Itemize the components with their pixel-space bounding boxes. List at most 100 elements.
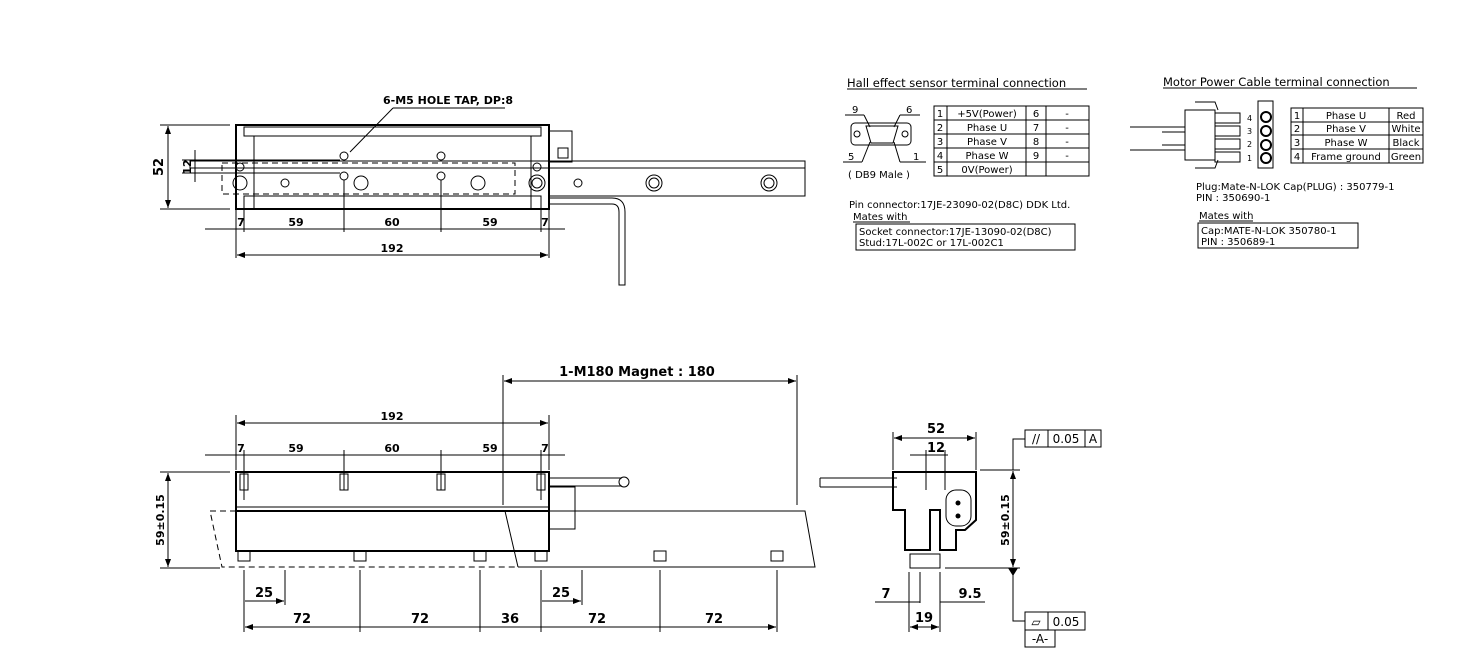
table-row: 2 Phase U 7 - — [937, 123, 1069, 134]
dim-pitch: 60 — [384, 442, 400, 455]
pin-label: 4 — [1247, 114, 1252, 123]
table-cell: Red — [1397, 111, 1416, 122]
cap-pin: PIN : 350689-1 — [1201, 237, 1275, 248]
table-cell: - — [1065, 151, 1069, 162]
table-cell: Phase W — [966, 151, 1009, 162]
mates-with: Mates with — [1199, 211, 1253, 222]
flatness-symbol: ▱ — [1031, 615, 1041, 629]
table-cell: Phase V — [1326, 124, 1366, 135]
table-cell: Phase W — [1325, 138, 1368, 149]
magnet-note: 1-M180 Magnet : 180 — [559, 365, 715, 380]
cap: Cap:MATE-N-LOK 350780-1 — [1201, 226, 1337, 237]
table-cell: 7 — [1033, 123, 1039, 134]
dim-inner: 12 — [927, 441, 945, 456]
dim-magnet-pitch: 72 — [588, 612, 606, 627]
plug-pin: PIN : 350690-1 — [1196, 193, 1270, 204]
cable — [549, 197, 626, 286]
dim-pitch: 7 — [541, 216, 549, 229]
pin-label: 5 — [848, 152, 854, 163]
pin-label: 6 — [906, 105, 912, 116]
mates-with: Mates with — [853, 212, 907, 223]
table-row: 3 Phase V 8 - — [937, 137, 1069, 148]
table-cell: - — [1065, 123, 1069, 134]
front-view: 1-M180 Magnet : 180 192 7 59 60 59 7 — [154, 365, 816, 632]
table-cell: 5 — [937, 165, 943, 176]
dim-pitch: 59 — [288, 442, 303, 455]
table-row: 3 Phase W Black — [1294, 138, 1420, 149]
table-cell: 2 — [937, 123, 943, 134]
magnet-track — [518, 510, 816, 568]
pin-label: 1 — [913, 152, 919, 163]
hall-sensor-section: Hall effect sensor terminal connection 9… — [843, 76, 1090, 251]
datum-label: -A- — [1032, 632, 1048, 646]
pin-label: 3 — [1247, 127, 1252, 136]
magnet-track — [548, 167, 806, 197]
dim-left: 7 — [881, 587, 890, 602]
motor-power-section: Motor Power Cable terminal connection 4 … — [1130, 75, 1424, 249]
table-cell: 2 — [1294, 124, 1300, 135]
dim-width: 52 — [927, 422, 945, 437]
dim-magnet-pitch: 72 — [705, 612, 723, 627]
dim-magnet-pitch: 72 — [411, 612, 429, 627]
table-row: 2 Phase V White — [1294, 124, 1421, 135]
table-cell: 3 — [937, 137, 943, 148]
table-cell: Phase V — [967, 137, 1007, 148]
dim-pitch: 60 — [384, 216, 400, 229]
parallelism-datum: A — [1089, 432, 1098, 446]
hall-title: Hall effect sensor terminal connection — [847, 76, 1066, 90]
table-cell: Phase U — [967, 123, 1007, 134]
dim-magnet-pitch: 36 — [501, 612, 519, 627]
table-cell: 4 — [937, 151, 943, 162]
dim-pitch: 59 — [482, 442, 497, 455]
table-cell: 4 — [1294, 152, 1300, 163]
stud: Stud:17L-002C or 17L-002C1 — [859, 238, 1004, 249]
dim-height: 59±0.15 — [154, 494, 167, 546]
pin-connector: Pin connector:17JE-23090-02(D8C) DDK Ltd… — [849, 200, 1070, 211]
table-cell: - — [1065, 137, 1069, 148]
table-cell: Phase U — [1326, 111, 1366, 122]
top-view: 6-M5 HOLE TAP, DP:8 52 12 7 59 60 59 7 1… — [152, 94, 806, 286]
table-row: 5 0V(Power) — [937, 165, 1013, 176]
table-row: 4 Frame ground Green — [1294, 152, 1421, 163]
dim-pitch: 7 — [237, 216, 245, 229]
table-row: 1 +5V(Power) 6 - — [937, 109, 1069, 120]
dim-pitch: 7 — [237, 442, 245, 455]
bolts — [239, 473, 546, 491]
dim-base: 19 — [915, 611, 933, 626]
table-cell: +5V(Power) — [957, 109, 1017, 120]
mover-profile — [892, 471, 977, 551]
mate-n-lok-plug-icon: 4 3 2 1 — [1130, 100, 1274, 169]
connector-label: ( DB9 Male ) — [848, 170, 910, 181]
dim-magnet-pitch: 72 — [293, 612, 311, 627]
db9-connector-icon: 9 6 5 1 — [843, 105, 926, 163]
table-cell: White — [1391, 124, 1420, 135]
dim-pitch: 7 — [541, 442, 549, 455]
table-cell: 3 — [1294, 138, 1300, 149]
side-view: 52 12 7 9.5 19 59±0.15 // 0.05 A — [819, 422, 1102, 648]
dim-pitch: 59 — [288, 216, 303, 229]
dim-pitch: 59 — [482, 216, 497, 229]
hole-note: 6-M5 HOLE TAP, DP:8 — [383, 94, 513, 107]
dim-offset: 25 — [255, 586, 273, 601]
dim-height: 52 — [152, 158, 167, 176]
flatness-control-frame: ▱ 0.05 -A- — [1024, 611, 1086, 648]
socket-connector: Socket connector:17JE-13090-02(D8C) — [859, 227, 1052, 238]
table-cell: Black — [1392, 138, 1419, 149]
table-cell: Frame ground — [1311, 152, 1381, 163]
plug: Plug:Mate-N-LOK Cap(PLUG) : 350779-1 — [1196, 182, 1395, 193]
table-cell: - — [1065, 109, 1069, 120]
connector-box — [548, 130, 573, 163]
hall-pin-table: 1 +5V(Power) 6 - 2 Phase U 7 - 3 Phase V 8 - 4 Pha… — [933, 105, 1090, 177]
dim-height: 59±0.15 — [999, 494, 1012, 546]
parallelism-value: 0.05 — [1053, 432, 1080, 446]
pin-label: 1 — [1247, 154, 1252, 163]
table-cell: 1 — [937, 109, 943, 120]
table-cell: 6 — [1033, 109, 1039, 120]
table-cell: Green — [1391, 152, 1421, 163]
table-cell: 0V(Power) — [961, 165, 1012, 176]
pin-label: 9 — [852, 105, 858, 116]
parallelism-symbol: // — [1032, 432, 1041, 446]
table-cell: 8 — [1033, 137, 1039, 148]
